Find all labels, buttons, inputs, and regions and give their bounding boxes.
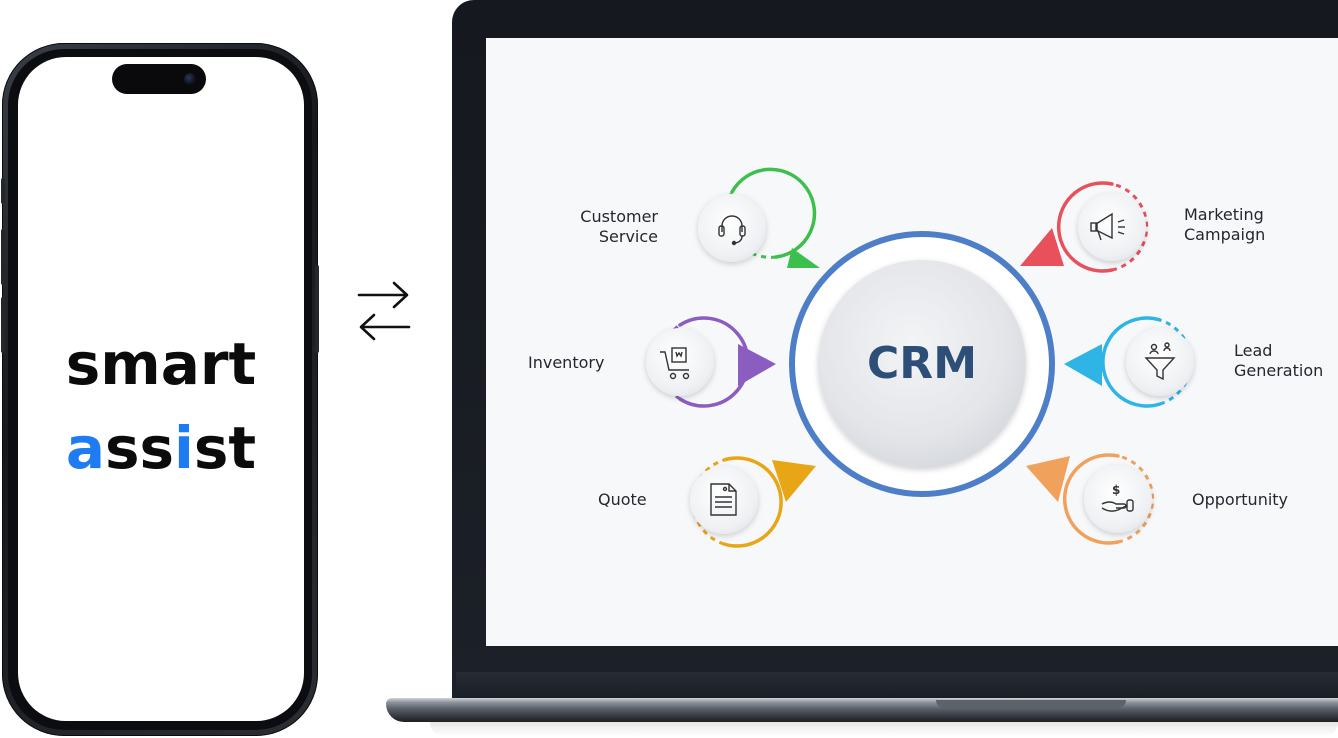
crm-wheel: $ bbox=[646, 167, 1194, 548]
node-customer-service bbox=[698, 167, 820, 268]
phone-screen: smart assist bbox=[18, 57, 304, 721]
label-line: Campaign bbox=[1184, 225, 1266, 244]
label-line: Marketing bbox=[1184, 205, 1264, 224]
laptop-lid-chin bbox=[456, 672, 1338, 698]
node-marketing-campaign bbox=[1020, 181, 1149, 273]
phone-dynamic-island bbox=[112, 64, 206, 94]
arrow-quote bbox=[772, 460, 816, 502]
phone-volume-down-button bbox=[1, 297, 5, 353]
front-camera-icon bbox=[184, 73, 196, 85]
label-lead-generation: Lead Generation bbox=[1234, 341, 1323, 381]
brand-wordmark-line1: smart bbox=[65, 330, 257, 398]
headset-icon bbox=[718, 215, 746, 246]
arrow-customer-service bbox=[787, 248, 820, 268]
phone-power-button bbox=[315, 265, 319, 353]
label-quote: Quote bbox=[598, 490, 647, 510]
arrow-inventory bbox=[738, 344, 776, 386]
label-line: Opportunity bbox=[1192, 490, 1289, 509]
label-line: Generation bbox=[1234, 361, 1324, 380]
bidirectional-arrows-icon bbox=[357, 281, 411, 341]
label-line: Lead bbox=[1234, 341, 1273, 360]
label-line: Inventory bbox=[528, 353, 605, 372]
phone-action-button bbox=[1, 178, 5, 204]
money-hand-icon: $ bbox=[1101, 483, 1134, 512]
document-icon bbox=[710, 483, 737, 516]
arrow-marketing-campaign bbox=[1020, 228, 1064, 266]
label-line: Service bbox=[598, 227, 658, 246]
node-inventory bbox=[646, 316, 776, 408]
label-inventory: Inventory bbox=[528, 353, 604, 373]
label-marketing-campaign: Marketing Campaign bbox=[1184, 205, 1265, 245]
brand-letters-st: st bbox=[193, 414, 257, 482]
crm-title: CRM bbox=[867, 338, 977, 389]
node-lead-generation bbox=[1064, 316, 1194, 408]
node-opportunity: $ bbox=[1026, 453, 1155, 545]
label-customer-service: Customer Service bbox=[548, 207, 658, 247]
label-opportunity: Opportunity bbox=[1192, 490, 1288, 510]
laptop-hinge-notch bbox=[936, 700, 1126, 708]
arrow-opportunity bbox=[1026, 456, 1070, 502]
funnel-icon bbox=[1144, 342, 1176, 381]
node-quote bbox=[690, 456, 816, 548]
brand-letters-ss: ss bbox=[104, 414, 175, 482]
svg-text:$: $ bbox=[1112, 483, 1120, 497]
phone-volume-up-button bbox=[1, 229, 5, 285]
arrow-lead-generation bbox=[1064, 344, 1102, 386]
brand-letter-a: a bbox=[65, 414, 105, 482]
cart-icon bbox=[660, 347, 690, 380]
brand-wordmark-line2: assist bbox=[18, 419, 304, 477]
label-line: Quote bbox=[598, 490, 647, 509]
laptop-base bbox=[386, 698, 1338, 722]
megaphone-icon bbox=[1090, 212, 1125, 241]
brand-letter-i: i bbox=[174, 414, 194, 482]
label-line: Customer bbox=[580, 207, 658, 226]
crm-center-disc bbox=[818, 260, 1026, 468]
crm-center-node bbox=[789, 231, 1055, 497]
laptop-shadow bbox=[430, 722, 1338, 736]
crm-diagram: $ CRM Customer Service Inventory Quote M… bbox=[486, 38, 1338, 646]
